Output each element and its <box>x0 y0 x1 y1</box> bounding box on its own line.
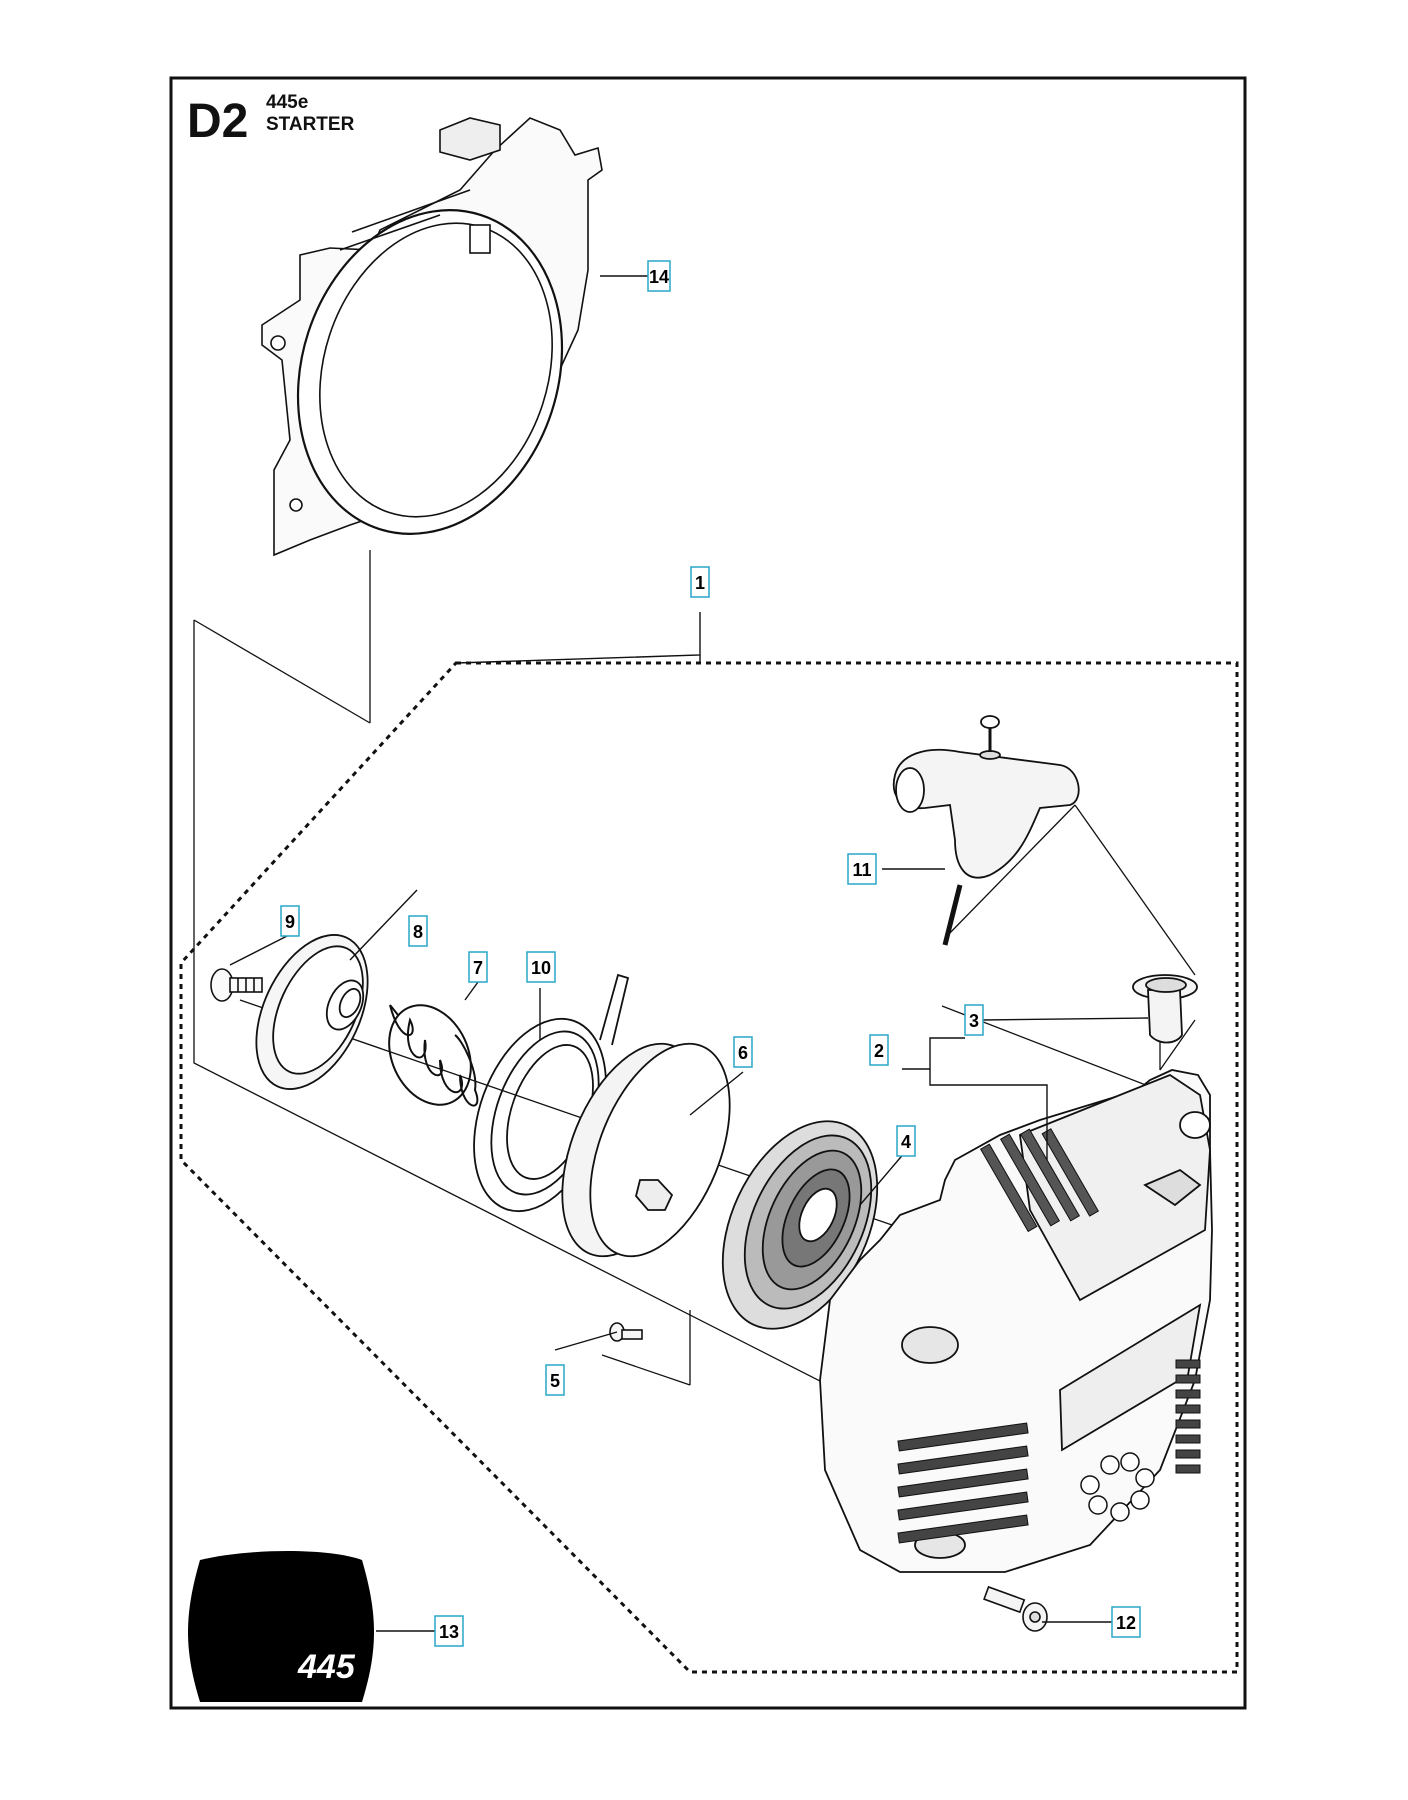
diagram-frame <box>169 76 1247 1710</box>
callout-10: 10 <box>526 951 556 983</box>
callout-13: 13 <box>434 1615 464 1647</box>
starter-handle-part-11 <box>892 715 1080 946</box>
decal-model-number: 445 <box>297 1648 356 1686</box>
callout-14: 14 <box>647 260 671 292</box>
rope-guide-part-3 <box>1132 974 1198 1044</box>
callout-1-label: 1 <box>695 573 705 593</box>
carrier-part-8 <box>255 934 369 1090</box>
starter-housing-part-2 <box>819 1069 1213 1573</box>
callout-leaders <box>229 275 1149 1632</box>
callout-10-label: 10 <box>531 958 551 978</box>
callout-4-label: 4 <box>901 1132 911 1152</box>
callout-9-label: 9 <box>285 912 295 932</box>
callout-2: 2 <box>869 1034 889 1066</box>
callout-6-label: 6 <box>738 1043 748 1063</box>
decal-shape <box>188 1551 374 1702</box>
callout-3-label: 3 <box>969 1011 979 1031</box>
bolt-part-9 <box>210 968 263 1002</box>
callout-6: 6 <box>733 1036 753 1068</box>
callout-5: 5 <box>545 1364 565 1396</box>
callout-12-label: 12 <box>1116 1613 1136 1633</box>
section-title: STARTER <box>266 114 355 135</box>
spring-cassette-part-4 <box>721 1120 879 1330</box>
callout-14-label: 14 <box>649 267 669 287</box>
callout-8: 8 <box>408 915 428 947</box>
callout-13-label: 13 <box>439 1622 459 1642</box>
callout-7: 7 <box>468 951 488 983</box>
assembly-boundary <box>179 661 1239 1674</box>
callout-1: 1 <box>690 566 710 598</box>
callout-2-label: 2 <box>874 1041 884 1061</box>
callout-12: 12 <box>1111 1606 1141 1638</box>
callouts: 14 1 9 8 7 10 11 6 <box>280 260 1141 1647</box>
spring-part-7 <box>388 1004 479 1107</box>
callout-5-label: 5 <box>550 1371 560 1391</box>
callout-7-label: 7 <box>473 958 483 978</box>
fan-housing-part-14 <box>261 117 603 557</box>
callout-8-label: 8 <box>413 922 423 942</box>
callout-9: 9 <box>280 905 300 937</box>
section-code: D2 <box>187 95 248 148</box>
callout-11-label: 11 <box>852 860 871 880</box>
model-name: 445e <box>266 92 308 113</box>
decal-part-13: 445 <box>188 1551 374 1702</box>
callout-11: 11 <box>847 853 877 885</box>
rope-pulley-part-6 <box>561 1042 731 1258</box>
bolt-part-12 <box>983 1585 1048 1632</box>
callout-4: 4 <box>896 1125 916 1157</box>
callout-3: 3 <box>964 1004 984 1036</box>
